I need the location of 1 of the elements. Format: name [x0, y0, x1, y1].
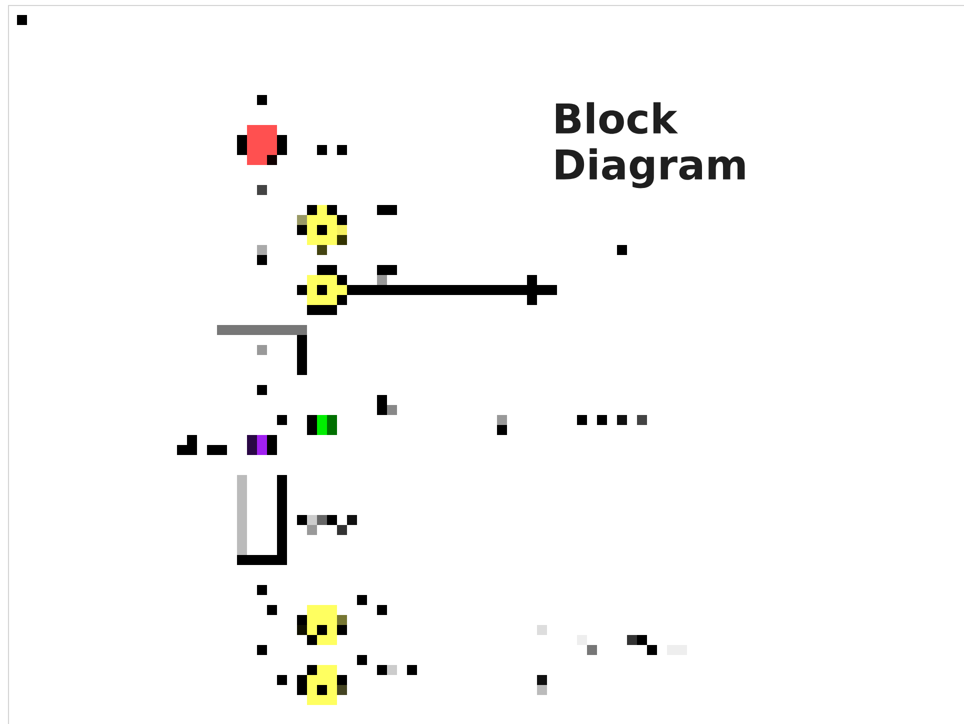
title: Block Diagram — [556, 102, 745, 188]
